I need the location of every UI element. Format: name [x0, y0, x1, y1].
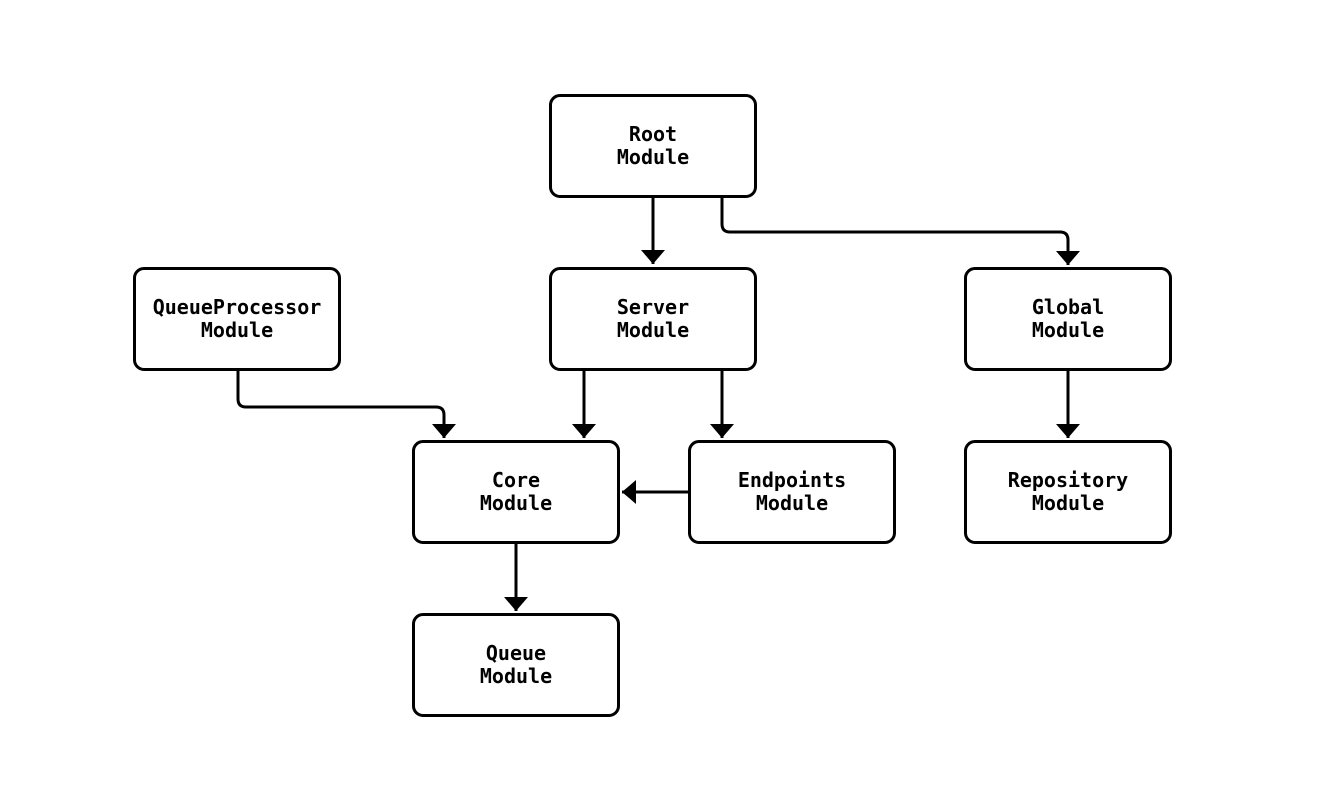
edge-queueprocessor-to-core — [236, 371, 456, 438]
node-global-module: Global Module — [964, 267, 1172, 371]
node-server-module-label: Server Module — [616, 295, 690, 342]
node-queue-module-label: Queue Module — [479, 641, 553, 688]
node-repository-module: Repository Module — [964, 440, 1172, 544]
node-endpoints-module-label: Endpoints Module — [737, 468, 847, 515]
node-server-module: Server Module — [549, 267, 757, 371]
node-queueprocessor-module-label: QueueProcessor Module — [152, 295, 322, 342]
node-core-module: Core Module — [412, 440, 620, 544]
node-root-module: Root Module — [549, 94, 757, 198]
node-queueprocessor-module: QueueProcessor Module — [133, 267, 341, 371]
node-core-module-label: Core Module — [479, 468, 553, 515]
node-endpoints-module: Endpoints Module — [688, 440, 896, 544]
node-root-module-label: Root Module — [616, 122, 690, 169]
node-queue-module: Queue Module — [412, 613, 620, 717]
node-global-module-label: Global Module — [1031, 295, 1105, 342]
edge-root-to-global — [720, 198, 1080, 265]
node-repository-module-label: Repository Module — [1007, 468, 1129, 515]
